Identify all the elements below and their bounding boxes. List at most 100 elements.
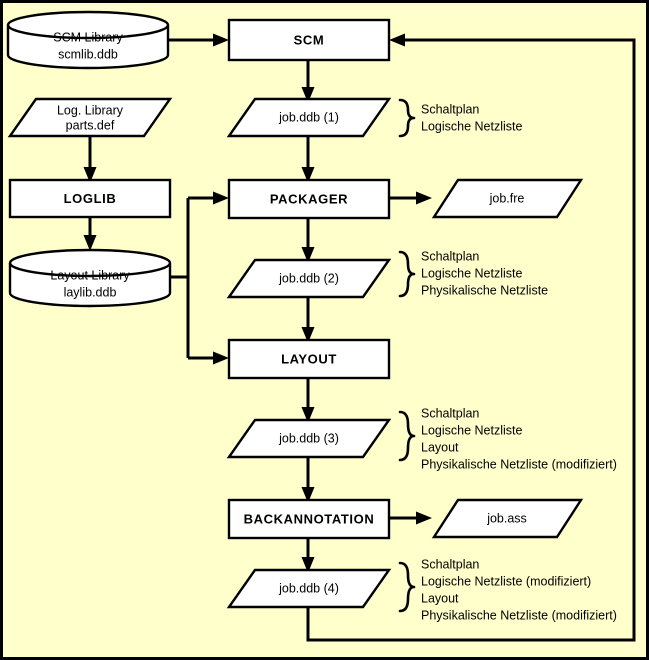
scm-library-label-line2: scmlib.ddb <box>58 47 118 61</box>
backannotation-body <box>229 500 389 538</box>
node-layout-library[interactable]: Layout Library laylib.ddb <box>8 248 172 308</box>
arrowhead-scmlib-to-scm <box>213 33 229 47</box>
note-2-brace <box>398 250 416 298</box>
note-1-brace <box>398 98 416 138</box>
connector-feedback-loop <box>306 38 636 642</box>
job-fre-outline <box>431 178 584 219</box>
packager-label: PACKAGER <box>270 191 348 206</box>
log-library-label-line1: Log. Library <box>57 103 124 117</box>
note-1-line-1: Schaltplan <box>421 102 479 116</box>
scm-library-body <box>8 12 168 68</box>
note-1-line-2: Logische Netzliste <box>421 119 522 133</box>
note-4-line-2: Logische Netzliste (modifiziert) <box>421 574 591 588</box>
layout-library-body <box>10 250 170 306</box>
annotation-note-4: Schaltplan Logische Netzliste (modifizie… <box>398 557 617 622</box>
job-ass-body <box>434 500 581 537</box>
arrowhead-branch-to-packager <box>213 191 229 205</box>
node-job-fre[interactable]: job.fre <box>431 178 584 219</box>
node-log-library[interactable]: Log. Library parts.def <box>7 97 173 138</box>
note-3-line-2: Logische Netzliste <box>421 423 522 437</box>
loglib-outline <box>8 178 172 219</box>
note-3-line-4: Physikalische Netzliste (modifiziert) <box>421 457 617 471</box>
note-2-line-3: Physikalische Netzliste <box>421 283 548 297</box>
node-packager[interactable]: PACKAGER <box>227 178 391 220</box>
layout-outline <box>227 338 391 380</box>
job-ddb-4-outline <box>226 568 392 609</box>
job-ddb-4-body <box>229 570 389 607</box>
arrowhead-jobddb2-to-layout <box>301 327 315 343</box>
annotation-note-1: Schaltplan Logische Netzliste <box>398 98 522 138</box>
job-ddb-4-label: job.ddb (4) <box>278 581 339 595</box>
arrowhead-backannotation-to-jobass <box>416 511 432 525</box>
layout-body <box>229 340 389 378</box>
note-2-line-1: Schaltplan <box>421 249 479 263</box>
note-2-line-2: Logische Netzliste <box>421 266 522 280</box>
job-ass-outline <box>431 498 584 539</box>
packager-outline <box>227 178 391 220</box>
packager-body <box>229 180 389 218</box>
job-ddb-2-label: job.ddb (2) <box>278 271 339 285</box>
note-4-line-1: Schaltplan <box>421 557 479 571</box>
scm-library-top-ellipse <box>6 24 170 40</box>
arrowhead-packager-to-jobfre <box>416 191 432 205</box>
node-job-ddb-3[interactable]: job.ddb (3) <box>226 418 392 459</box>
note-3-line-1: Schaltplan <box>421 406 479 420</box>
node-loglib[interactable]: LOGLIB <box>8 178 172 219</box>
node-job-ass[interactable]: job.ass <box>431 498 584 539</box>
scm-library-outline <box>6 10 170 70</box>
connectors-layer <box>83 33 636 642</box>
job-fre-body <box>434 180 581 217</box>
job-ddb-1-body <box>229 99 389 136</box>
log-library-outline <box>7 97 173 138</box>
job-ddb-2-body <box>229 260 389 297</box>
log-library-label-line2: parts.def <box>66 118 115 132</box>
backannotation-label: BACKANNOTATION <box>244 511 375 526</box>
arrowhead-backannotation-to-jobddb4 <box>301 557 315 573</box>
arrowhead-jobddb3-to-backannotation <box>301 487 315 503</box>
annotation-note-2: Schaltplan Logische Netzliste Physikalis… <box>398 249 548 298</box>
scm-label: SCM <box>294 32 325 47</box>
job-ddb-1-outline <box>226 97 392 138</box>
scm-outline <box>227 18 391 62</box>
node-job-ddb-1[interactable]: job.ddb (1) <box>226 97 392 138</box>
node-scm[interactable]: SCM <box>227 18 391 62</box>
job-ddb-3-label: job.ddb (3) <box>278 431 339 445</box>
arrowhead-feedback-to-scm <box>389 33 405 47</box>
arrowhead-loglibrary-to-loglib <box>83 167 97 183</box>
node-job-ddb-4[interactable]: job.ddb (4) <box>226 568 392 609</box>
note-4-line-3: Layout <box>421 591 459 605</box>
scm-body <box>229 20 389 60</box>
annotation-note-3: Schaltplan Logische Netzliste Layout Phy… <box>398 406 617 471</box>
layout-library-top-ellipse <box>8 262 172 278</box>
arrowhead-branch-to-layout <box>213 351 229 365</box>
log-library-body <box>10 99 170 136</box>
layout-label: LAYOUT <box>281 351 337 366</box>
job-fre-label: job.fre <box>489 191 525 205</box>
loglib-label: LOGLIB <box>64 191 117 206</box>
note-3-brace <box>398 410 416 462</box>
job-ddb-3-outline <box>226 418 392 459</box>
layout-library-label-line1: Layout Library <box>50 268 130 282</box>
note-4-brace <box>398 561 416 613</box>
job-ddb-1-label: job.ddb (1) <box>278 110 339 124</box>
arrowhead-packager-to-jobddb2 <box>301 247 315 263</box>
arrowhead-loglib-to-layoutlibrary <box>83 235 97 251</box>
job-ass-label: job.ass <box>486 511 527 525</box>
arrowhead-layout-to-jobddb3 <box>301 407 315 423</box>
scm-library-label-line1: SCM Library <box>53 30 123 44</box>
backannotation-outline <box>227 498 391 540</box>
arrowhead-jobddb1-to-packager <box>301 167 315 183</box>
node-job-ddb-2[interactable]: job.ddb (2) <box>226 258 392 299</box>
layout-library-outline <box>8 248 172 308</box>
node-scm-library[interactable]: SCM Library scmlib.ddb <box>6 10 170 70</box>
loglib-body <box>10 180 170 217</box>
job-ddb-2-outline <box>226 258 392 299</box>
node-layout[interactable]: LAYOUT <box>227 338 391 380</box>
note-3-line-3: Layout <box>421 440 459 454</box>
layout-library-label-line2: laylib.ddb <box>64 285 117 299</box>
note-4-line-4: Physikalische Netzliste (modifiziert) <box>421 608 617 622</box>
node-backannotation[interactable]: BACKANNOTATION <box>227 498 391 540</box>
